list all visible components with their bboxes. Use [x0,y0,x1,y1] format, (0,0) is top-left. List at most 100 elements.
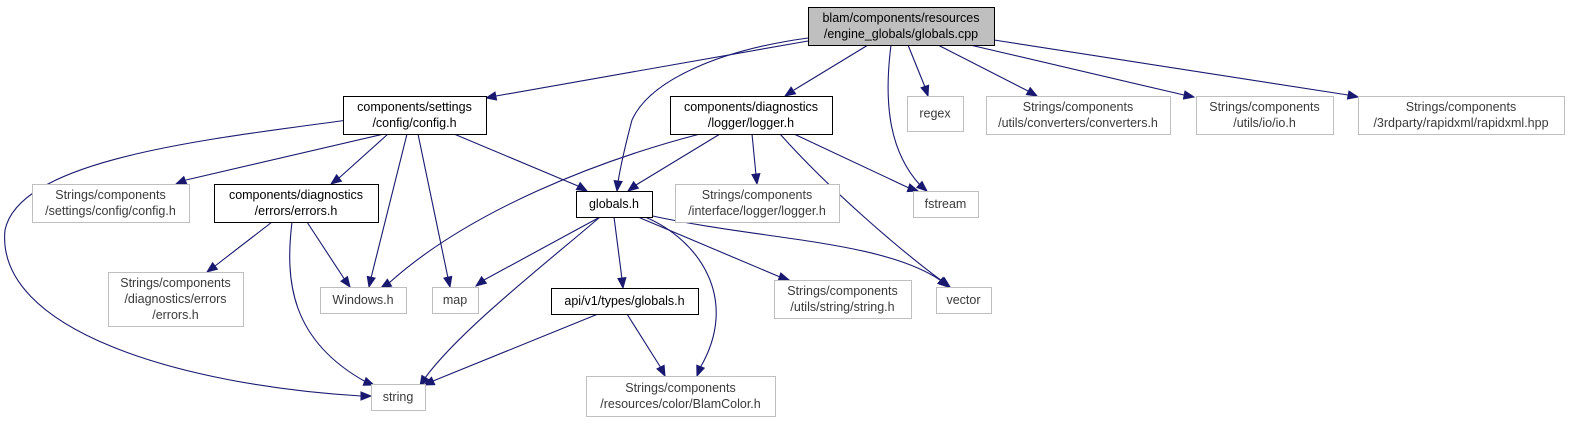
arrowhead [379,278,393,289]
node-label-line: Strings/components [787,284,897,298]
arrowhead [1182,90,1196,100]
node-label-line: /config/config.h [372,116,456,130]
arrowhead [422,376,436,386]
edge-line [214,221,273,267]
node-label-line: globals.h [589,197,639,211]
edge-logger-h-to-globals-h [626,133,721,192]
edge-line [417,133,449,279]
arrowhead [1025,86,1039,97]
node-root[interactable]: blam/components/resources/engine_globals… [808,7,995,46]
arrowhead [906,183,920,193]
node-box [1358,96,1565,135]
node-label-line: /utils/converters/converters.h [998,116,1158,130]
arrowhead [174,175,188,185]
node-label-line: /utils/string/string.h [790,300,894,314]
arrowhead [777,272,791,282]
node-label-line: map [443,293,467,307]
edge-line [617,37,809,183]
node-label-line: /engine_globals/globals.cpp [824,27,978,41]
edge-line [887,44,921,186]
edge-line [424,216,601,379]
node-box [907,96,964,132]
arrowhead [205,261,219,273]
edge-api-globals-h-to-string [422,313,599,386]
arrowhead [443,275,453,289]
node-box [675,184,840,223]
edge-line [626,313,662,369]
node-globals-h[interactable]: globals.h [576,191,653,218]
arrowhead [617,277,627,290]
edge-api-globals-h-to-strings-blamcolor-h [626,313,666,378]
edge-line [289,221,367,383]
edge-errors-h-to-windows-h [306,221,351,289]
arrowhead [360,391,373,401]
arrowhead [915,180,929,192]
node-label-line: Strings/components [1406,100,1516,114]
arrowhead [474,275,488,287]
nodes-layer: blam/components/resources/engine_globals… [32,7,1565,417]
node-fstream: fstream [913,191,979,218]
edge-line [907,44,926,88]
node-box [551,288,699,315]
edge-root-to-globals-h [613,37,809,193]
node-logger-h[interactable]: components/diagnostics/logger/logger.h [670,96,833,135]
edge-config-h-to-string [4,119,373,401]
node-errors-h[interactable]: components/diagnostics/errors/errors.h [214,184,379,223]
node-label-line: Strings/components [1209,100,1319,114]
edge-line [969,44,1185,96]
arrowhead [936,276,950,288]
edge-line [453,133,579,187]
node-label-line: /settings/config/config.h [45,204,176,218]
node-strings-config-h: Strings/components/settings/config/confi… [32,184,190,223]
edge-config-h-to-strings-config-h [174,133,385,185]
node-label-line: /resources/color/BlamColor.h [600,397,761,411]
edge-config-h-to-map [417,133,453,289]
edge-globals-h-to-vector [647,214,950,288]
node-strings-blamcolor-h: Strings/components/resources/color/BlamC… [586,376,776,417]
edge-line [635,133,721,186]
edge-line [937,44,1029,92]
node-box [432,287,479,314]
edge-line [637,216,781,278]
edge-root-to-config-h [484,40,809,101]
edge-root-to-logger-h [783,44,869,97]
node-box [936,287,992,314]
node-box [320,287,407,314]
edge-config-h-to-globals-h [453,133,589,192]
edge-globals-h-to-strings-blamcolor-h [644,216,717,378]
arrowhead [340,275,351,289]
edge-line [993,39,1349,96]
arrowhead [362,376,376,386]
node-box [670,96,833,135]
arrowhead [575,181,589,192]
node-label-line: /3rdparty/rapidxml/rapidxml.hpp [1373,116,1548,130]
node-label-line: components/diagnostics [229,188,363,202]
arrowhead [920,84,930,98]
node-label-line: Strings/components [55,188,165,202]
node-strings-string-h: Strings/components/utils/string/string.h [774,280,912,319]
node-box [913,191,979,218]
node-label-line: Strings/components [1023,100,1133,114]
edge-line [185,133,385,181]
node-label-line: api/v1/types/globals.h [564,294,684,308]
node-label-line: /errors.h [152,308,199,322]
arrowhead [783,86,797,97]
edge-root-to-regex [907,44,930,98]
edge-line [370,133,408,279]
node-api-globals-h[interactable]: api/v1/types/globals.h [551,288,699,315]
edge-line [4,119,362,397]
edge-line [613,216,623,280]
node-config-h[interactable]: components/settings/config/config.h [343,96,487,135]
node-box [576,191,653,218]
node-vector: vector [936,287,992,314]
edge-line [306,221,346,281]
edges-layer [4,37,1360,401]
arrowhead [626,180,640,192]
edge-line [495,40,809,97]
arrowhead [696,364,706,378]
node-box [586,376,776,417]
edge-config-h-to-errors-h [329,133,389,185]
edge-root-to-strings-converters-h [937,44,1039,97]
edge-line [751,133,757,176]
arrowhead [484,91,498,101]
